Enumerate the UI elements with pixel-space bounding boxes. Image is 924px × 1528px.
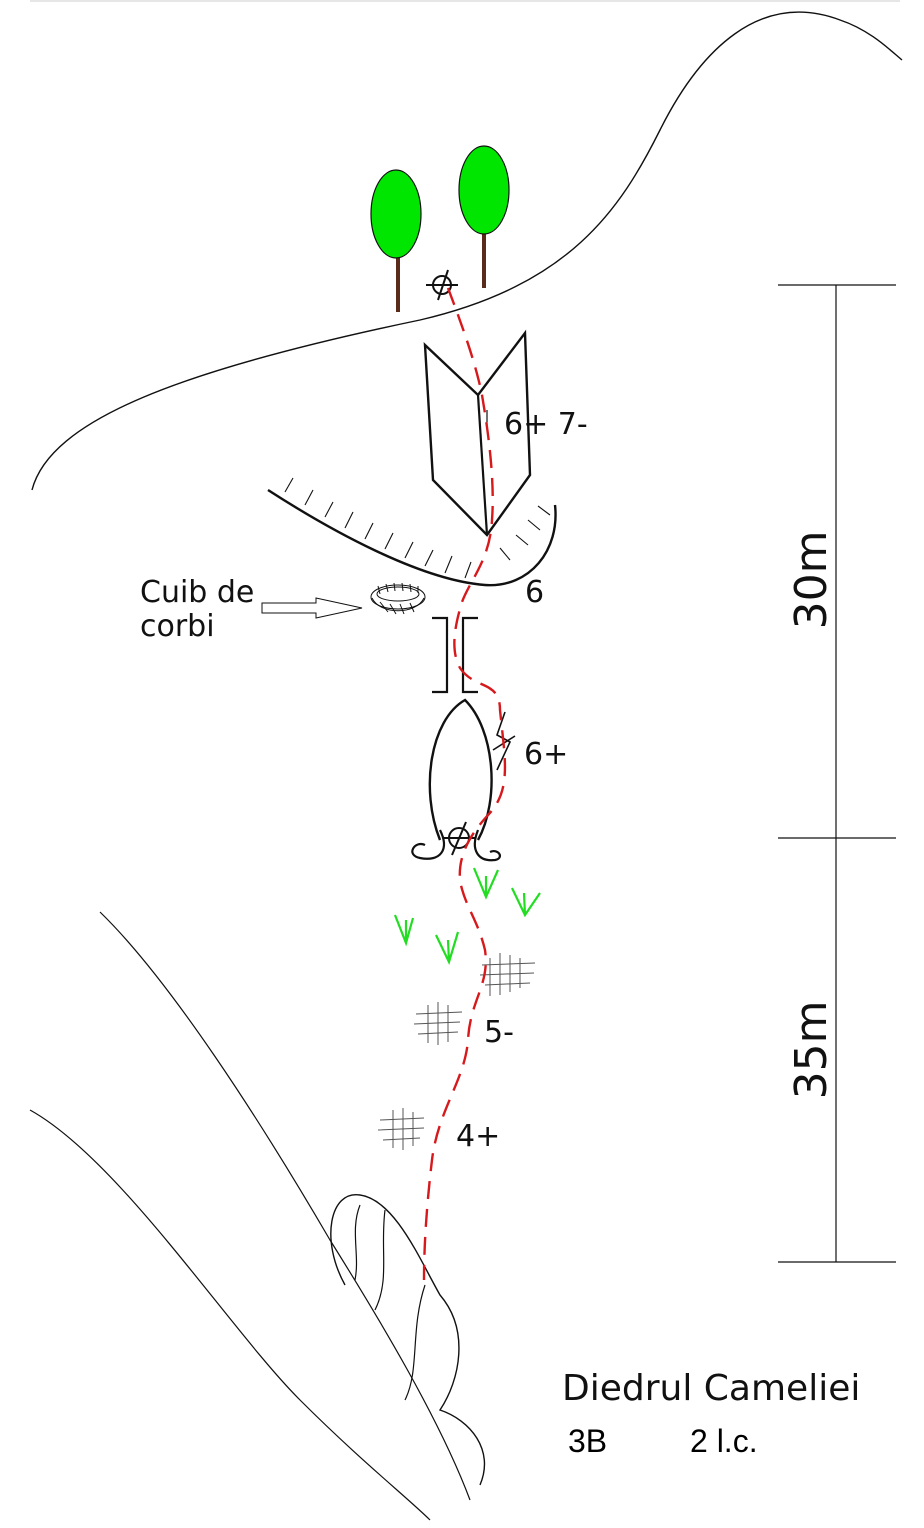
overhang-roof <box>267 477 557 587</box>
base-boulder <box>330 1194 486 1486</box>
rough-rock-icon <box>479 953 536 996</box>
chimney-feature <box>432 616 478 694</box>
route-length: 2 l.c. <box>690 1423 758 1459</box>
route-line <box>422 287 507 1281</box>
boulder-crack-2 <box>374 1209 386 1311</box>
nest-label: Cuib de <box>140 575 254 610</box>
flake-pillar <box>411 698 502 862</box>
rough-rock-icon <box>413 1002 463 1045</box>
lower-slope-inner <box>99 911 471 1501</box>
nest-icon <box>370 582 426 615</box>
rough-rock-icon <box>377 1108 425 1150</box>
grade-label: 4+ <box>456 1119 500 1154</box>
pitch-scale <box>778 284 896 1263</box>
boulder-crack-1 <box>354 1204 361 1281</box>
pitch-length-label: 30m <box>786 531 837 630</box>
route-name: Diedrul Cameliei <box>562 1368 860 1409</box>
pitch-length-label: 35m <box>786 1001 837 1100</box>
nest-label: corbi <box>140 609 215 644</box>
grade-label: 5- <box>484 1015 514 1050</box>
tree-icon <box>370 169 422 312</box>
lower-slope-outer <box>29 1109 431 1521</box>
route-difficulty: 3B <box>568 1423 607 1459</box>
grass-icon <box>393 867 541 966</box>
belay-station-icon <box>426 269 458 301</box>
grade-label: 6+ <box>524 737 568 772</box>
tree-icon <box>458 145 510 288</box>
grade-label: 6+ 7- <box>504 407 588 442</box>
ridge-outline <box>31 11 903 491</box>
boulder-crack-3 <box>404 1284 426 1401</box>
grade-label: 6 <box>525 575 544 610</box>
nest-pointer-arrow <box>261 597 363 619</box>
